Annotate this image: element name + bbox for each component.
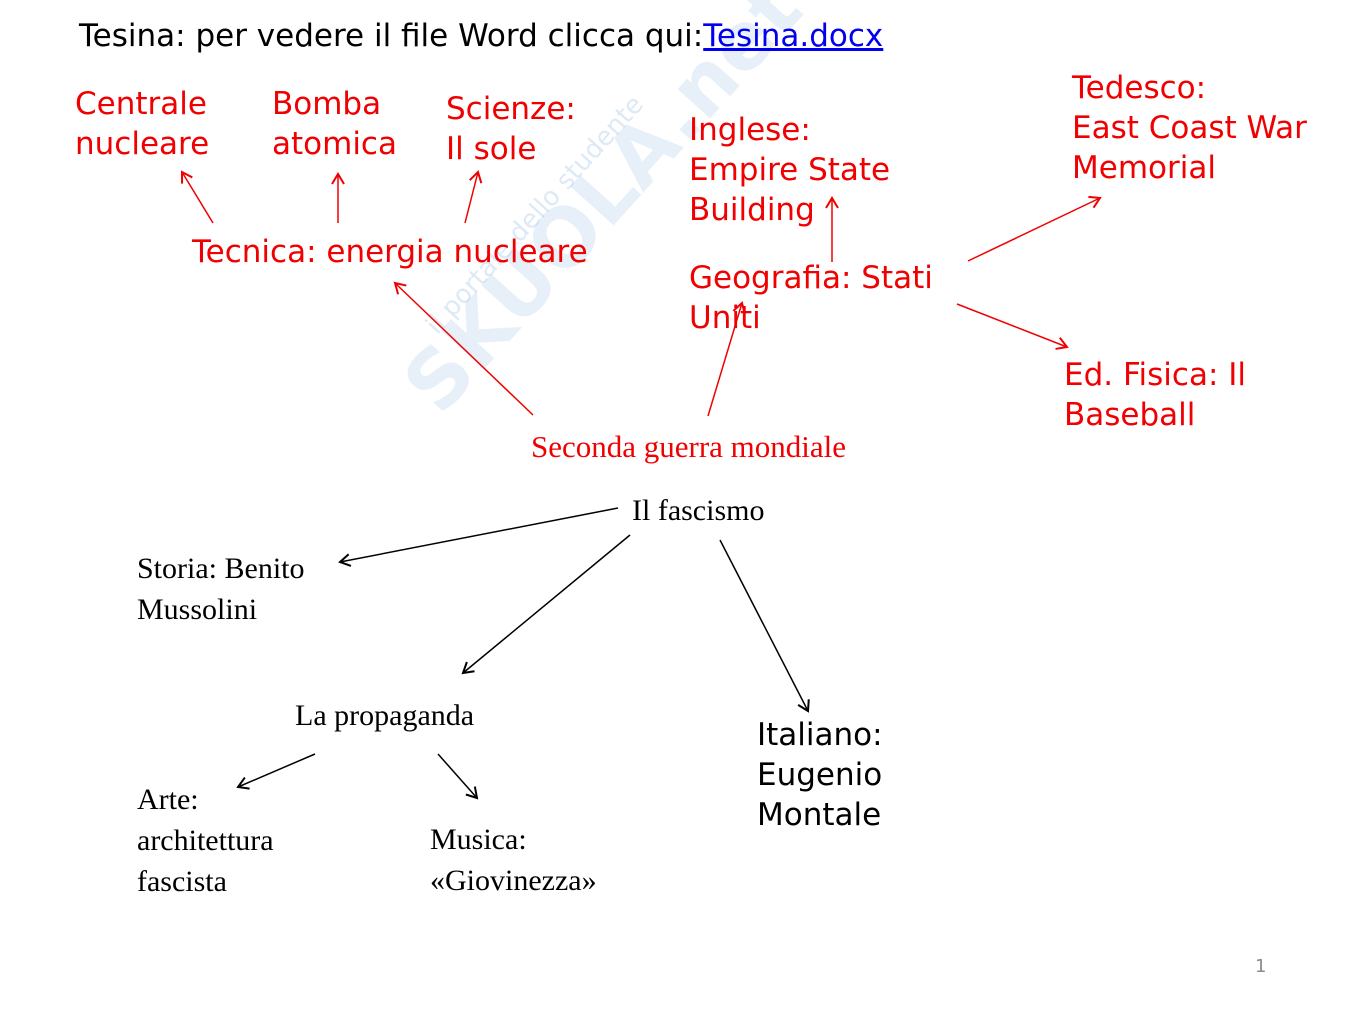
line: fascista [137,865,227,898]
line: Inglese: [689,112,811,148]
line: Baseball [1064,397,1196,433]
line: Montale [757,797,882,833]
line: Eugenio [757,757,883,793]
node-scienze: Scienze: Il sole [446,89,576,169]
line: Memorial [1072,150,1216,186]
line: «Giovinezza» [430,864,597,897]
arrow-to-fisica [956,303,1069,350]
node-centrale-nucleare: Centrale nucleare [75,84,209,164]
arrow-to-centrale [180,170,214,224]
line: Scienze: [446,91,576,127]
node-arte: Arte: architettura fascista [137,779,274,902]
arrow-to-geografia [707,301,746,417]
line: Storia: Benito [137,552,305,585]
line: Ed. Fisica: Il [1064,357,1247,393]
node-musica: Musica: «Giovinezza» [430,819,597,901]
line: Bomba [272,86,382,122]
line: atomica [272,126,397,162]
line: Musica: [430,823,527,856]
node-ed-fisica: Ed. Fisica: Il Baseball [1064,355,1246,435]
word-file-link[interactable]: Tesina.docx [703,18,884,54]
node-tecnica: Tecnica: energia nucleare [192,234,588,270]
line: Building [689,192,815,228]
arrow-to-propaganda [461,534,631,675]
node-propaganda: La propaganda [295,699,475,732]
line: Uniti [689,300,761,336]
line: nucleare [75,126,210,162]
node-fascismo: Il fascismo [632,494,765,527]
line: Arte: [137,783,199,816]
line: Tedesco: [1072,70,1207,106]
header-text: Tesina: per vedere il file Word clicca q… [79,18,704,54]
arrow-to-arte [236,753,316,790]
arrow-to-tecnica [393,281,534,416]
line: Empire State [689,152,891,188]
line: Centrale [75,86,207,122]
arrow-to-musica [437,753,479,800]
node-seconda-guerra: Seconda guerra mondiale [531,429,847,464]
line: Mussolini [137,593,258,626]
line: Italiano: [757,717,883,753]
line: East Coast War [1072,110,1307,146]
arrow-to-tedesco [967,195,1102,262]
arrow-to-storia [338,507,619,567]
line: Il sole [446,131,537,167]
arrow-to-scienze [464,170,483,224]
arrow-to-italiano [719,539,810,713]
page-number: 1 [1255,956,1267,977]
header-line: Tesina: per vedere il file Word clicca q… [79,16,883,56]
line: Geografia: Stati [689,260,933,296]
node-bomba-atomica: Bomba atomica [272,84,397,164]
line: architettura [137,824,274,857]
